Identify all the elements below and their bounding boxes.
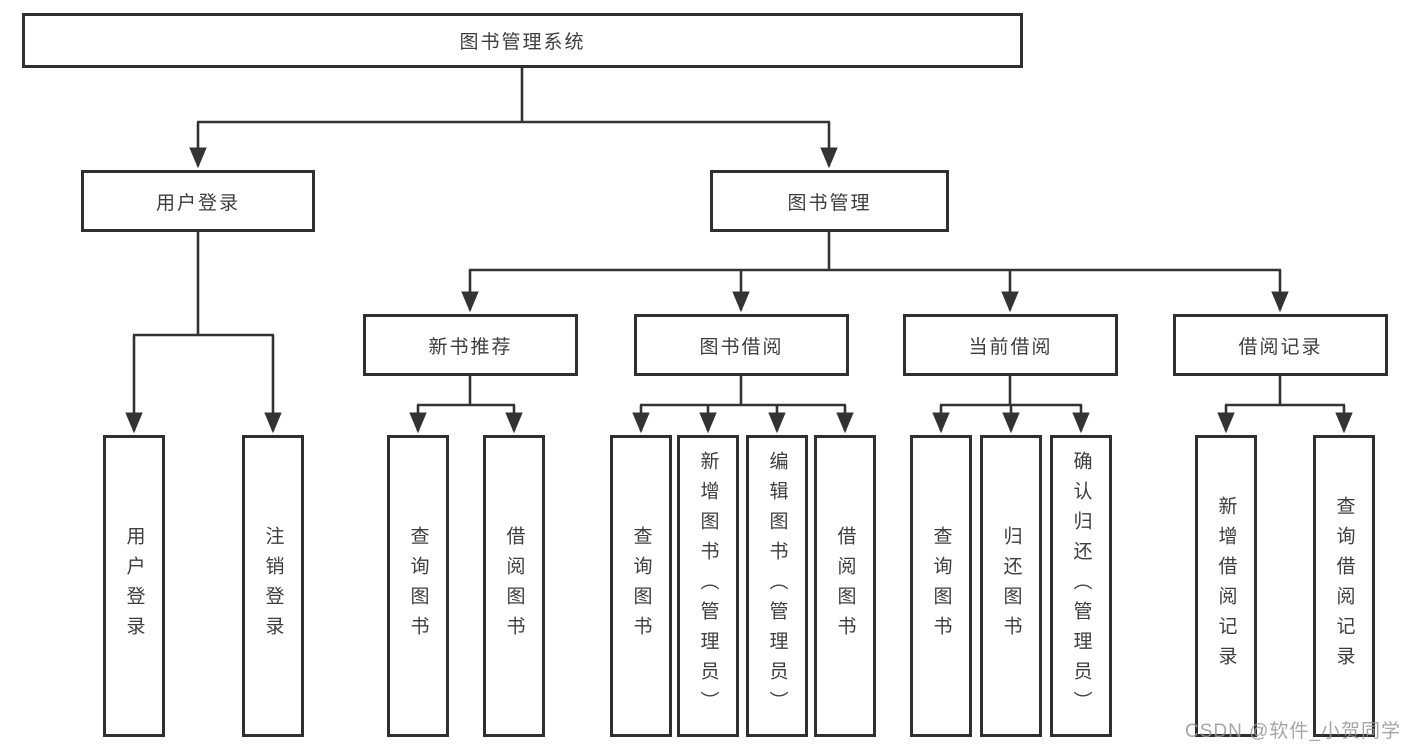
node-current-borrowing: 当前借阅: [903, 314, 1118, 376]
leaf-query-books-current: 查询图书: [910, 435, 972, 737]
leaf-query-books-borrowing: 查询图书: [610, 435, 672, 737]
leaf-borrow-books-recommend: 借阅图书: [483, 435, 545, 737]
leaf-edit-book-admin: 编辑图书（管理员）: [746, 435, 808, 737]
leaf-return-book: 归还图书: [980, 435, 1042, 737]
leaf-add-book-admin: 新增图书（管理员）: [677, 435, 739, 737]
leaf-user-login: 用户登录: [103, 435, 165, 737]
leaf-logout: 注销登录: [242, 435, 304, 737]
node-book-borrowing: 图书借阅: [634, 314, 849, 376]
node-user-login: 用户登录: [81, 170, 315, 232]
leaf-query-books-recommend: 查询图书: [387, 435, 449, 737]
csdn-watermark: CSDN @软件_小贺同学: [1185, 721, 1401, 742]
node-root-system: 图书管理系统: [22, 13, 1023, 68]
leaf-add-borrow-record: 新增借阅记录: [1195, 435, 1257, 737]
leaf-confirm-return-admin: 确认归还（管理员）: [1050, 435, 1112, 737]
leaf-borrow-books-borrowing: 借阅图书: [814, 435, 876, 737]
node-borrow-records: 借阅记录: [1173, 314, 1388, 376]
node-new-book-recommend: 新书推荐: [363, 314, 578, 376]
leaf-query-borrow-record: 查询借阅记录: [1313, 435, 1375, 737]
node-book-management: 图书管理: [710, 170, 949, 232]
